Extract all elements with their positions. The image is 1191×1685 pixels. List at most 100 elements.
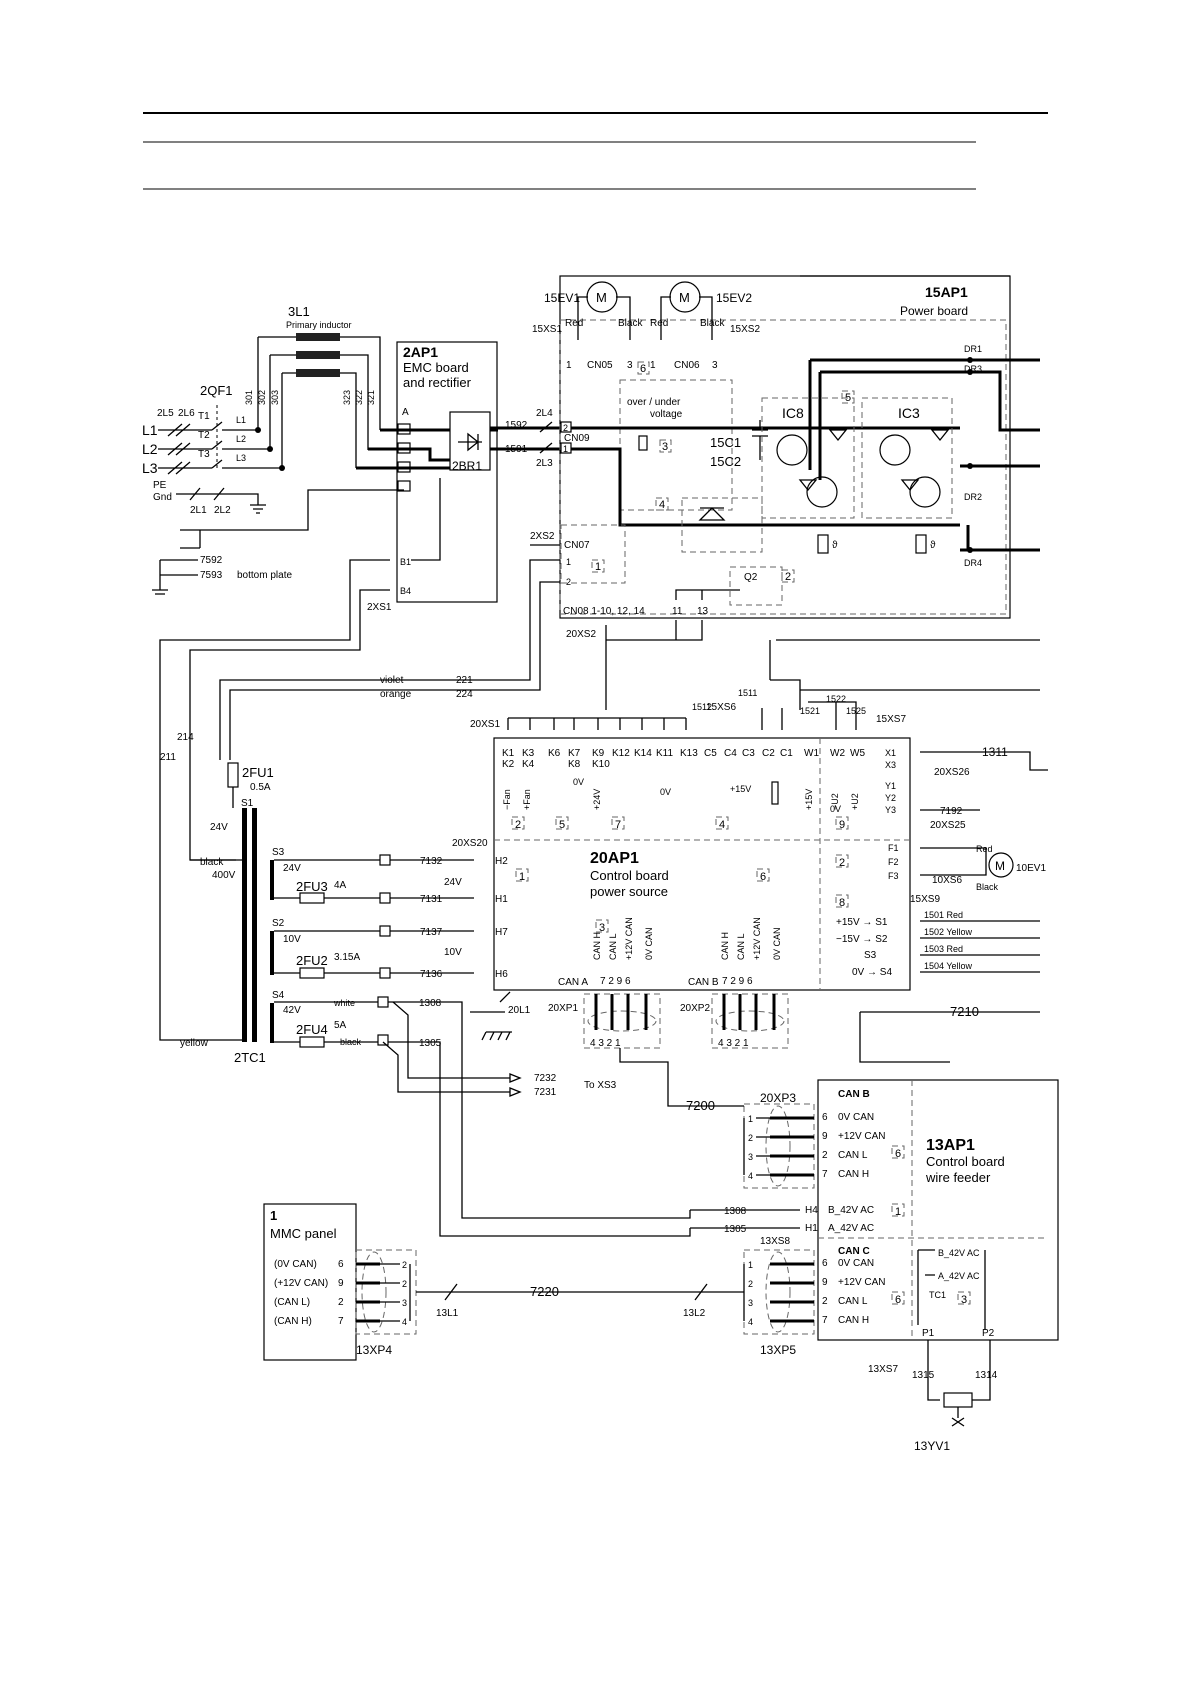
svg-text:+12V CAN: +12V CAN [838,1277,886,1288]
fan-15ev1-label: 15EV1 [544,291,580,305]
svg-text:2L5: 2L5 [157,408,174,419]
svg-text:+12V CAN: +12V CAN [838,1131,886,1142]
svg-text:0.5A: 0.5A [250,782,271,793]
svg-text:4 3 2 1: 4 3 2 1 [590,1038,621,1049]
svg-text:+Fan: +Fan [522,789,532,810]
svg-text:6: 6 [822,1112,828,1123]
svg-text:B4: B4 [400,586,411,596]
svg-text:Red: Red [565,318,583,329]
svg-text:321: 321 [366,390,376,405]
svg-text:CAN H: CAN H [838,1315,869,1326]
svg-text:C5: C5 [704,748,717,759]
svg-text:2: 2 [748,1279,753,1289]
svg-text:H7: H7 [495,927,508,938]
svg-text:A: A [402,407,409,418]
svg-text:2: 2 [402,1260,407,1270]
svg-text:X1: X1 [885,748,896,758]
svg-text:20XS25: 20XS25 [930,820,966,831]
svg-text:7132: 7132 [420,856,443,867]
svg-text:2L2: 2L2 [214,505,231,516]
control-board-20ap1: 20AP1 Control board power source 20XS1 1… [452,688,940,991]
svg-text:CAN L: CAN L [736,933,746,960]
svg-text:violet: violet [380,675,404,686]
svg-text:K12: K12 [612,748,630,759]
svg-text:CAN A: CAN A [558,977,588,988]
svg-text:CN05: CN05 [587,360,613,371]
svg-text:4: 4 [402,1317,407,1327]
svg-text:1: 1 [566,360,572,371]
svg-text:9: 9 [822,1277,828,1288]
svg-text:1308: 1308 [419,998,442,1009]
svg-text:2: 2 [748,1133,753,1143]
svg-text:−U2: −U2 [830,793,840,810]
svg-text:2L6: 2L6 [178,408,195,419]
svg-text:K3: K3 [522,748,535,759]
svg-text:S4: S4 [272,990,285,1001]
svg-text:K2: K2 [502,759,515,770]
svg-text:1: 1 [748,1114,753,1124]
svg-text:1308: 1308 [724,1206,747,1217]
power-board-label: 15AP1 [925,284,968,300]
svg-text:K1: K1 [502,748,515,759]
svg-text:CAN B: CAN B [688,977,719,988]
svg-text:20XS20: 20XS20 [452,838,488,849]
svg-text:3: 3 [748,1298,753,1308]
svg-text:303: 303 [270,390,280,405]
svg-text:Y2: Y2 [885,793,896,803]
svg-text:Red: Red [976,844,993,854]
svg-text:20XP1: 20XP1 [548,1003,578,1014]
svg-text:6: 6 [338,1259,344,1270]
svg-text:2: 2 [822,1296,828,1307]
svg-text:power source: power source [590,884,668,899]
svg-text:2: 2 [402,1279,407,1289]
svg-text:1305: 1305 [724,1224,747,1235]
svg-text:4: 4 [719,819,725,831]
svg-text:P2: P2 [982,1328,995,1339]
svg-text:224: 224 [456,689,473,700]
svg-text:10EV1: 10EV1 [1016,863,1046,874]
svg-text:13: 13 [697,606,709,617]
inductor-label: 3L1 [288,304,310,319]
svg-text:0V CAN: 0V CAN [772,927,782,960]
svg-text:7592: 7592 [200,555,223,566]
svg-text:5A: 5A [334,1020,347,1031]
svg-text:9: 9 [839,819,845,831]
svg-text:C4: C4 [724,748,737,759]
svg-text:1: 1 [895,1206,901,1218]
svg-text:0V CAN: 0V CAN [644,927,654,960]
svg-text:K10: K10 [592,759,610,770]
power-board-15ap1: 15AP1 Power board M M 15EV1 15EV2 Red Bl… [532,275,1040,619]
svg-text:W5: W5 [850,748,865,759]
svg-text:0V CAN: 0V CAN [838,1258,874,1269]
transformer-2tc1: 2FU1 0.5A S1 24V black 400V yellow 2TC1 … [180,762,691,1237]
svg-text:K8: K8 [568,759,581,770]
svg-text:7: 7 [822,1315,828,1326]
svg-text:20XS1: 20XS1 [470,719,500,730]
svg-text:ϑ: ϑ [930,540,936,551]
svg-text:M: M [995,859,1005,873]
svg-text:+15V: +15V [804,789,814,810]
svg-text:A_42V AC: A_42V AC [938,1271,980,1281]
svg-text:5: 5 [845,392,851,404]
svg-text:4: 4 [748,1171,753,1181]
svg-text:0V → S4: 0V → S4 [852,967,892,978]
svg-text:3: 3 [748,1152,753,1162]
svg-text:CAN L: CAN L [838,1150,868,1161]
svg-text:T3: T3 [198,449,210,460]
svg-text:2L4: 2L4 [536,408,553,419]
svg-text:M: M [596,290,607,305]
svg-text:3: 3 [627,360,633,371]
svg-text:Black: Black [700,318,725,329]
svg-text:15XS1: 15XS1 [532,324,562,335]
svg-text:2: 2 [563,423,568,433]
svg-text:6: 6 [895,1148,901,1160]
svg-text:7 2 9 6: 7 2 9 6 [600,976,631,987]
svg-text:CAN H: CAN H [720,932,730,960]
dc-bus-wires: 1592 1591 2L4 2L3 7592 7593 bottom plate… [152,408,560,1041]
svg-text:C3: C3 [742,748,755,759]
svg-text:1512: 1512 [692,702,712,712]
svg-text:15C2: 15C2 [710,454,741,469]
svg-text:0V: 0V [830,804,841,814]
